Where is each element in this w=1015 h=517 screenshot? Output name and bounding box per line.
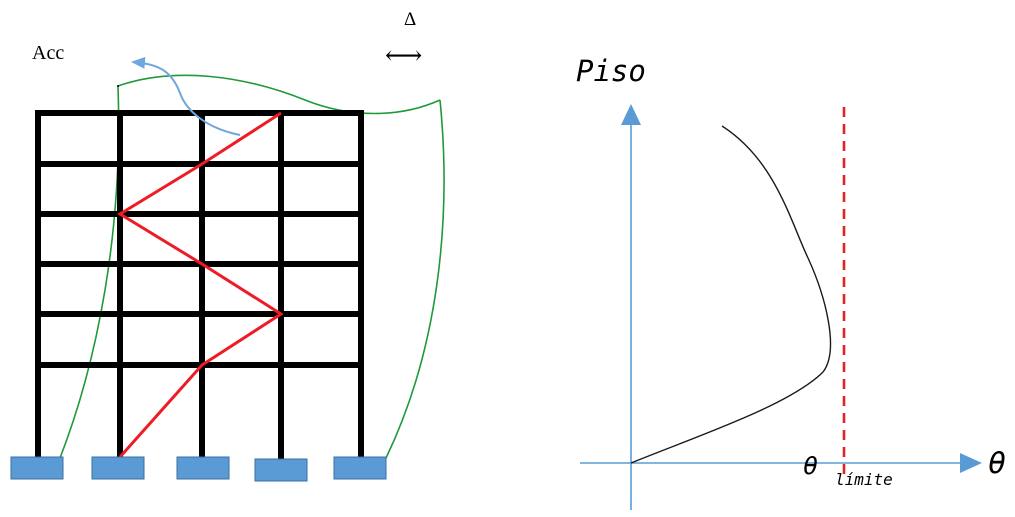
footing-4 (254, 458, 308, 482)
y-axis-arrowhead (621, 104, 641, 125)
acceleration-arrow (131, 56, 241, 136)
footing-5 (333, 456, 387, 480)
footings (10, 456, 387, 482)
drift-profile (117, 111, 284, 458)
deformed-shape-right (385, 99, 445, 459)
drift-double-arrow-icon: ⟷ (385, 41, 423, 70)
drift-curve (630, 125, 832, 464)
footing-3 (176, 456, 230, 480)
footing-2 (91, 456, 145, 480)
frame-columns (35, 110, 364, 460)
y-axis-label: Piso (576, 54, 646, 88)
deformed-shape-left (59, 85, 120, 459)
x-axis-arrowhead (960, 453, 982, 473)
limit-label-theta: θ (803, 451, 819, 480)
drift-plot (580, 104, 982, 510)
deformed-shape-roof (117, 74, 441, 115)
marker-dot (117, 85, 119, 87)
limit-label-subscript: límite (835, 470, 893, 489)
footing-1 (10, 456, 64, 480)
acceleration-label: Acc (32, 42, 65, 64)
drift-delta-label: Δ (404, 9, 417, 30)
x-axis-label: θ (988, 446, 1007, 481)
building-frame (10, 56, 445, 482)
frame-beams (35, 110, 364, 368)
